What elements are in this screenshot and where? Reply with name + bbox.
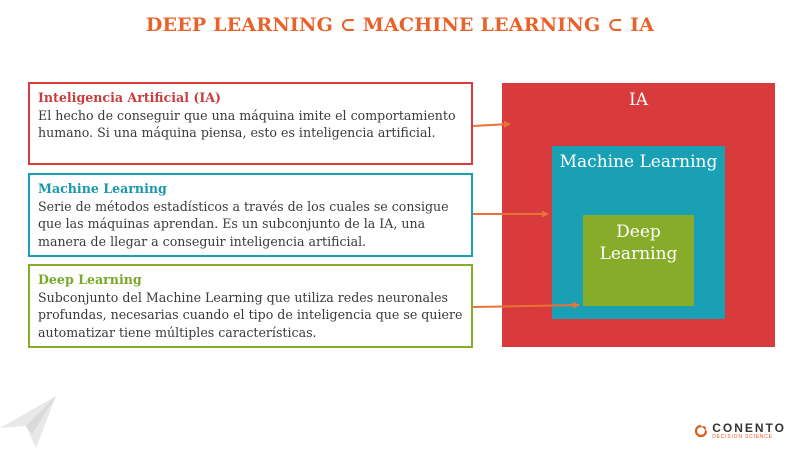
card-ml: Machine Learning Serie de métodos estadí…: [28, 173, 473, 257]
set-dl-box: Deep Learning: [583, 215, 694, 306]
logo-brand: CONENTO: [712, 421, 786, 435]
connector-dl: [472, 301, 580, 309]
paper-plane-watermark-icon: [0, 396, 56, 448]
card-ml-heading: Machine Learning: [38, 181, 167, 196]
card-ia: Inteligencia Artificial (IA) El hecho de…: [28, 82, 473, 165]
set-dl-label-line1: Deep: [616, 222, 661, 242]
card-ia-text: El hecho de conseguir que una máquina im…: [38, 107, 456, 141]
logo-tagline: DECISION SCIENCE: [712, 434, 773, 440]
connector-ia: [472, 120, 511, 128]
slide-title: DEEP LEARNING ⊂ MACHINE LEARNING ⊂ IA: [145, 14, 655, 36]
card-dl: Deep Learning Subconjunto del Machine Le…: [28, 264, 473, 348]
card-ia-heading: Inteligencia Artificial (IA): [38, 90, 221, 105]
conento-logo: CONENTO DECISION SCIENCE: [694, 422, 786, 440]
set-ml-label: Machine Learning: [559, 152, 718, 172]
card-ml-text: Serie de métodos estadísticos a través d…: [38, 198, 449, 249]
conento-logo-icon: [695, 424, 709, 438]
card-dl-text: Subconjunto del Machine Learning que uti…: [38, 289, 463, 340]
card-dl-heading: Deep Learning: [38, 272, 142, 287]
set-dl-label-line2: Learning: [599, 244, 678, 264]
set-ia-label: IA: [629, 90, 648, 110]
